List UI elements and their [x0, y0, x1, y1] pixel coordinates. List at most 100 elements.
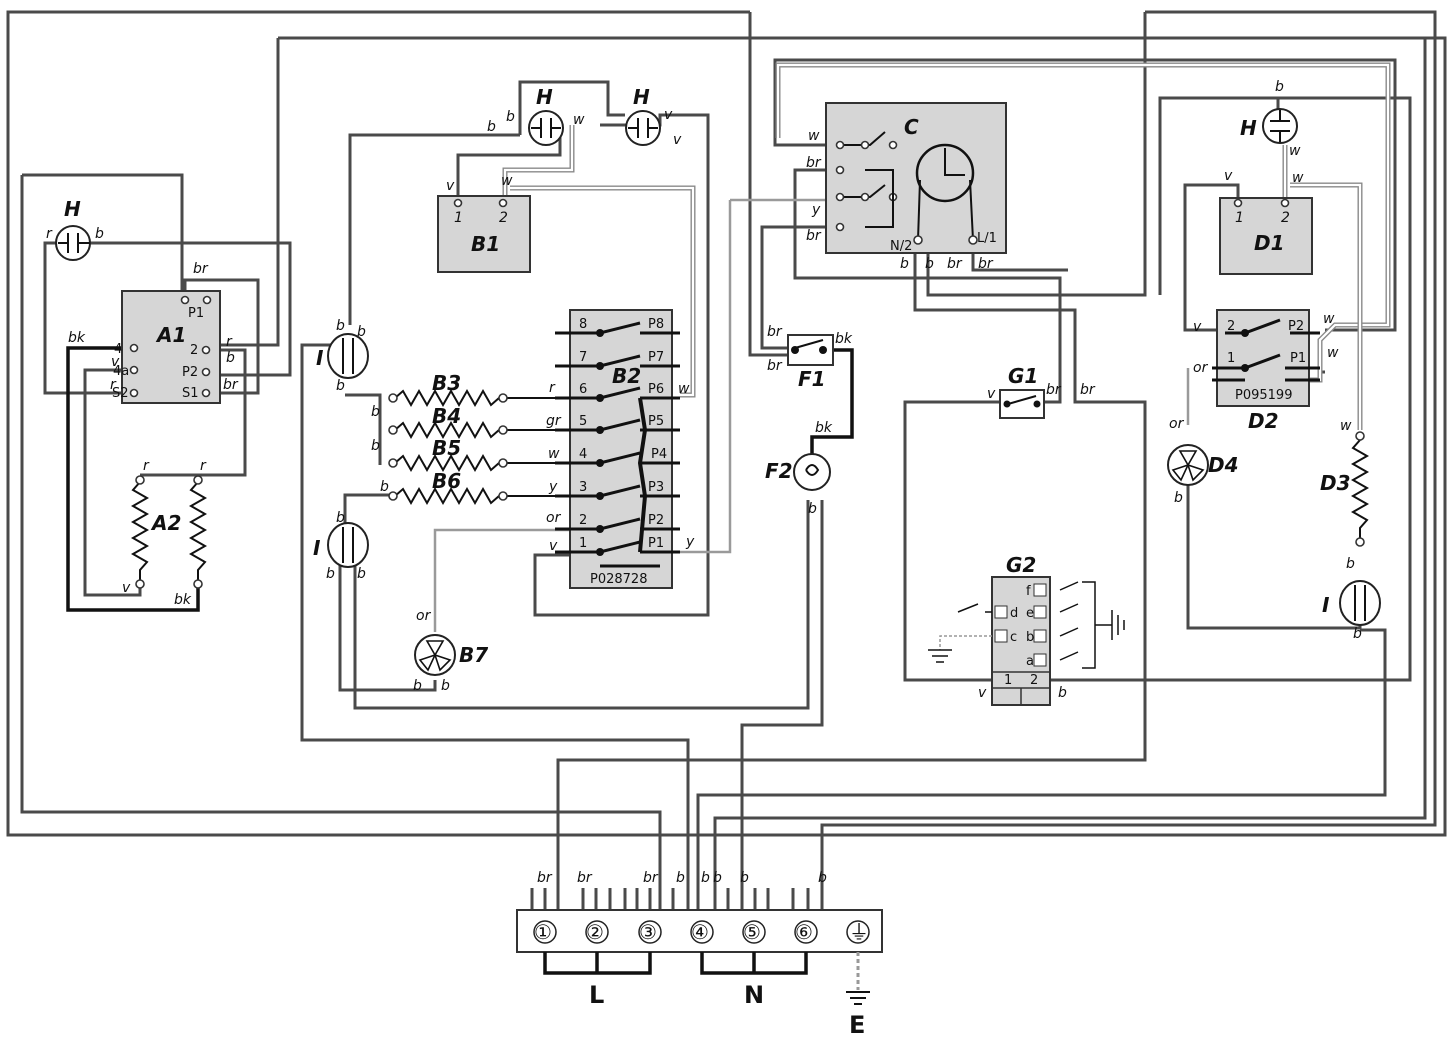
svg-text:v: v: [1193, 319, 1202, 335]
svg-text:b: b: [1174, 490, 1183, 506]
svg-text:B2: B2: [612, 364, 641, 388]
svg-text:B7: B7: [459, 643, 488, 667]
svg-text:b: b: [1058, 685, 1067, 701]
svg-text:G2: G2: [1006, 553, 1036, 577]
c-box: [825, 102, 1007, 254]
svg-text:b: b: [336, 378, 345, 394]
svg-text:7: 7: [579, 350, 587, 365]
svg-text:4: 4: [579, 447, 587, 462]
svg-text:B6: B6: [432, 469, 461, 493]
svg-text:2: 2: [1227, 319, 1235, 334]
svg-text:br: br: [537, 870, 553, 886]
svg-text:L/1: L/1: [977, 231, 997, 246]
svg-text:w: w: [1340, 418, 1352, 434]
svg-text:r: r: [226, 334, 233, 350]
svg-text:b: b: [371, 438, 380, 454]
svg-text:v: v: [122, 580, 131, 596]
svg-text:B3: B3: [432, 371, 461, 395]
svg-text:b: b: [336, 510, 345, 526]
svg-text:or: or: [1169, 416, 1185, 432]
a1-pins: [129, 295, 212, 398]
part-number-labels: P028728 P095199: [590, 388, 1292, 587]
svg-text:v: v: [664, 107, 673, 123]
svg-text:b: b: [1346, 556, 1355, 572]
svg-text:v: v: [111, 354, 120, 370]
svg-text:br: br: [577, 870, 593, 886]
svg-text:H: H: [633, 85, 650, 109]
svg-text:v: v: [673, 132, 682, 148]
svg-text:F1: F1: [798, 367, 826, 391]
earth-symbol: [846, 991, 870, 1005]
svg-text:br: br: [643, 870, 659, 886]
svg-text:v: v: [978, 685, 987, 701]
svg-text:b: b: [818, 870, 827, 886]
svg-text:2: 2: [1281, 210, 1290, 226]
d2-contacts: [1212, 318, 1320, 382]
wire-color-labels: b r br bk v r r b br r r v bk b b w v v …: [46, 79, 1362, 886]
svg-text:y: y: [548, 479, 558, 495]
svg-text:gr: gr: [546, 413, 562, 429]
wires: [6, 10, 1447, 910]
svg-text:P3: P3: [648, 480, 664, 495]
svg-text:y: y: [811, 202, 821, 218]
svg-text:B4: B4: [432, 404, 461, 428]
svg-text:b: b: [808, 501, 817, 517]
svg-text:D3: D3: [1320, 471, 1351, 495]
c-internals: [835, 131, 978, 245]
svg-text:br: br: [767, 324, 783, 340]
b2-box: [569, 309, 673, 589]
svg-text:c: c: [1010, 630, 1017, 645]
svg-text:b: b: [900, 256, 909, 272]
svg-text:H: H: [1240, 116, 1257, 140]
svg-text:bk: bk: [68, 330, 86, 346]
l-bridge: [543, 952, 652, 975]
svg-text:v: v: [549, 538, 558, 554]
svg-text:b: b: [1026, 630, 1034, 645]
svg-text:P028728: P028728: [590, 572, 647, 587]
svg-text:D1: D1: [1254, 231, 1285, 255]
svg-text:r: r: [143, 458, 150, 474]
svg-text:r: r: [46, 226, 53, 242]
svg-text:br: br: [1080, 382, 1096, 398]
svg-text:b: b: [413, 678, 422, 694]
capacitors: [55, 108, 1298, 261]
svg-text:P1: P1: [188, 306, 204, 321]
svg-text:b: b: [1275, 79, 1284, 95]
svg-text:D2: D2: [1248, 409, 1279, 433]
svg-text:r: r: [549, 380, 556, 396]
svg-text:b: b: [357, 324, 366, 340]
svg-text:P5: P5: [648, 414, 664, 429]
svg-text:b: b: [506, 109, 515, 125]
svg-text:②: ②: [586, 920, 604, 944]
svg-text:br: br: [978, 256, 994, 272]
svg-text:P4: P4: [651, 447, 667, 462]
svg-text:or: or: [416, 608, 432, 624]
svg-text:b: b: [336, 318, 345, 334]
svg-text:w: w: [573, 112, 585, 128]
svg-text:D4: D4: [1208, 453, 1239, 477]
svg-text:①: ①: [534, 920, 552, 944]
heaters: [130, 388, 1370, 589]
d1-box: [1219, 197, 1313, 275]
svg-text:d: d: [1010, 606, 1018, 621]
svg-text:b: b: [487, 119, 496, 135]
g2-internals: [928, 581, 1125, 705]
svg-text:P2: P2: [648, 513, 664, 528]
svg-text:f: f: [1026, 584, 1031, 599]
svg-text:b: b: [371, 404, 380, 420]
svg-text:bk: bk: [174, 592, 192, 608]
svg-text:b: b: [925, 256, 934, 272]
svg-text:v: v: [1224, 168, 1233, 184]
b1-box: [437, 195, 531, 273]
terminal-circles: [533, 920, 870, 944]
svg-text:1: 1: [1227, 351, 1235, 366]
svg-text:H: H: [64, 197, 81, 221]
b2-contacts: [555, 321, 680, 568]
svg-text:br: br: [806, 228, 822, 244]
svg-text:S2: S2: [112, 386, 129, 401]
svg-text:a: a: [1026, 654, 1034, 669]
svg-text:w: w: [678, 381, 690, 397]
svg-text:2: 2: [499, 210, 508, 226]
n-bridge: [700, 952, 808, 975]
svg-text:w: w: [1292, 170, 1304, 186]
